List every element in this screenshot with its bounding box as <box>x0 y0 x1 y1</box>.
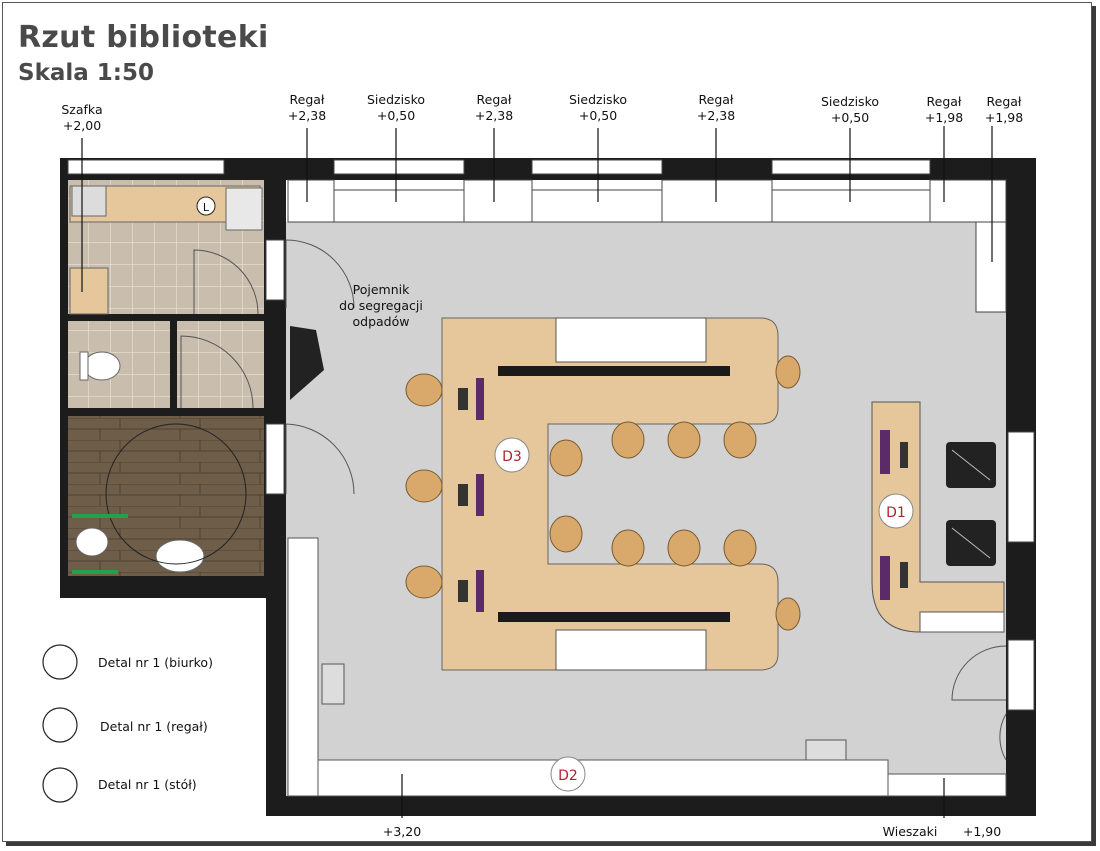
central-table-d3 <box>441 317 779 671</box>
plan-scale: Skala 1:50 <box>18 60 155 86</box>
marker-d3: D3 <box>502 449 522 465</box>
doors <box>180 239 1007 761</box>
label-siedzisko-1: Siedzisko+0,50 <box>366 92 426 123</box>
waste-bin <box>290 326 324 400</box>
label-siedzisko-3: Siedzisko+0,50 <box>820 94 880 125</box>
detail-markers <box>494 437 914 792</box>
bathroom-fixtures <box>69 185 263 574</box>
legend-shelf: Detal nr 1 (regał) <box>100 719 208 734</box>
label-regal-4: Regał+1,98 <box>924 94 964 125</box>
label-szafka: Szafka+2,00 <box>61 102 103 133</box>
label-bottom-height: +3,20 <box>382 824 422 839</box>
marker-d1: D1 <box>886 505 906 521</box>
reception-desk-d1 <box>871 401 1005 633</box>
label-regal-1: Regał+2,38 <box>287 92 327 123</box>
label-siedzisko-2: Siedzisko+0,50 <box>568 92 628 123</box>
lower-cabinets <box>287 537 1007 797</box>
label-regal-2: Regał+2,38 <box>474 92 514 123</box>
toilet-marker-label: L <box>203 201 210 214</box>
label-regal-3: Regał+2,38 <box>696 92 736 123</box>
legend-table: Detal nr 1 (stół) <box>98 777 197 792</box>
toilet-marker <box>196 196 216 216</box>
legend-desk: Detal nr 1 (biurko) <box>98 655 213 670</box>
legend-circles <box>42 644 78 803</box>
label-wieszaki-height: +1,90 <box>962 824 1002 839</box>
wc2-floor <box>177 321 264 408</box>
leader-lines <box>81 126 993 818</box>
label-regal-5: Regał+1,98 <box>984 94 1024 125</box>
top-shelves <box>287 179 1007 313</box>
chairs <box>405 355 801 631</box>
windows <box>67 159 1035 711</box>
label-wieszaki: Wieszaki <box>882 824 938 839</box>
plan-title: Rzut biblioteki <box>18 20 269 55</box>
marker-d2: D2 <box>558 768 578 784</box>
